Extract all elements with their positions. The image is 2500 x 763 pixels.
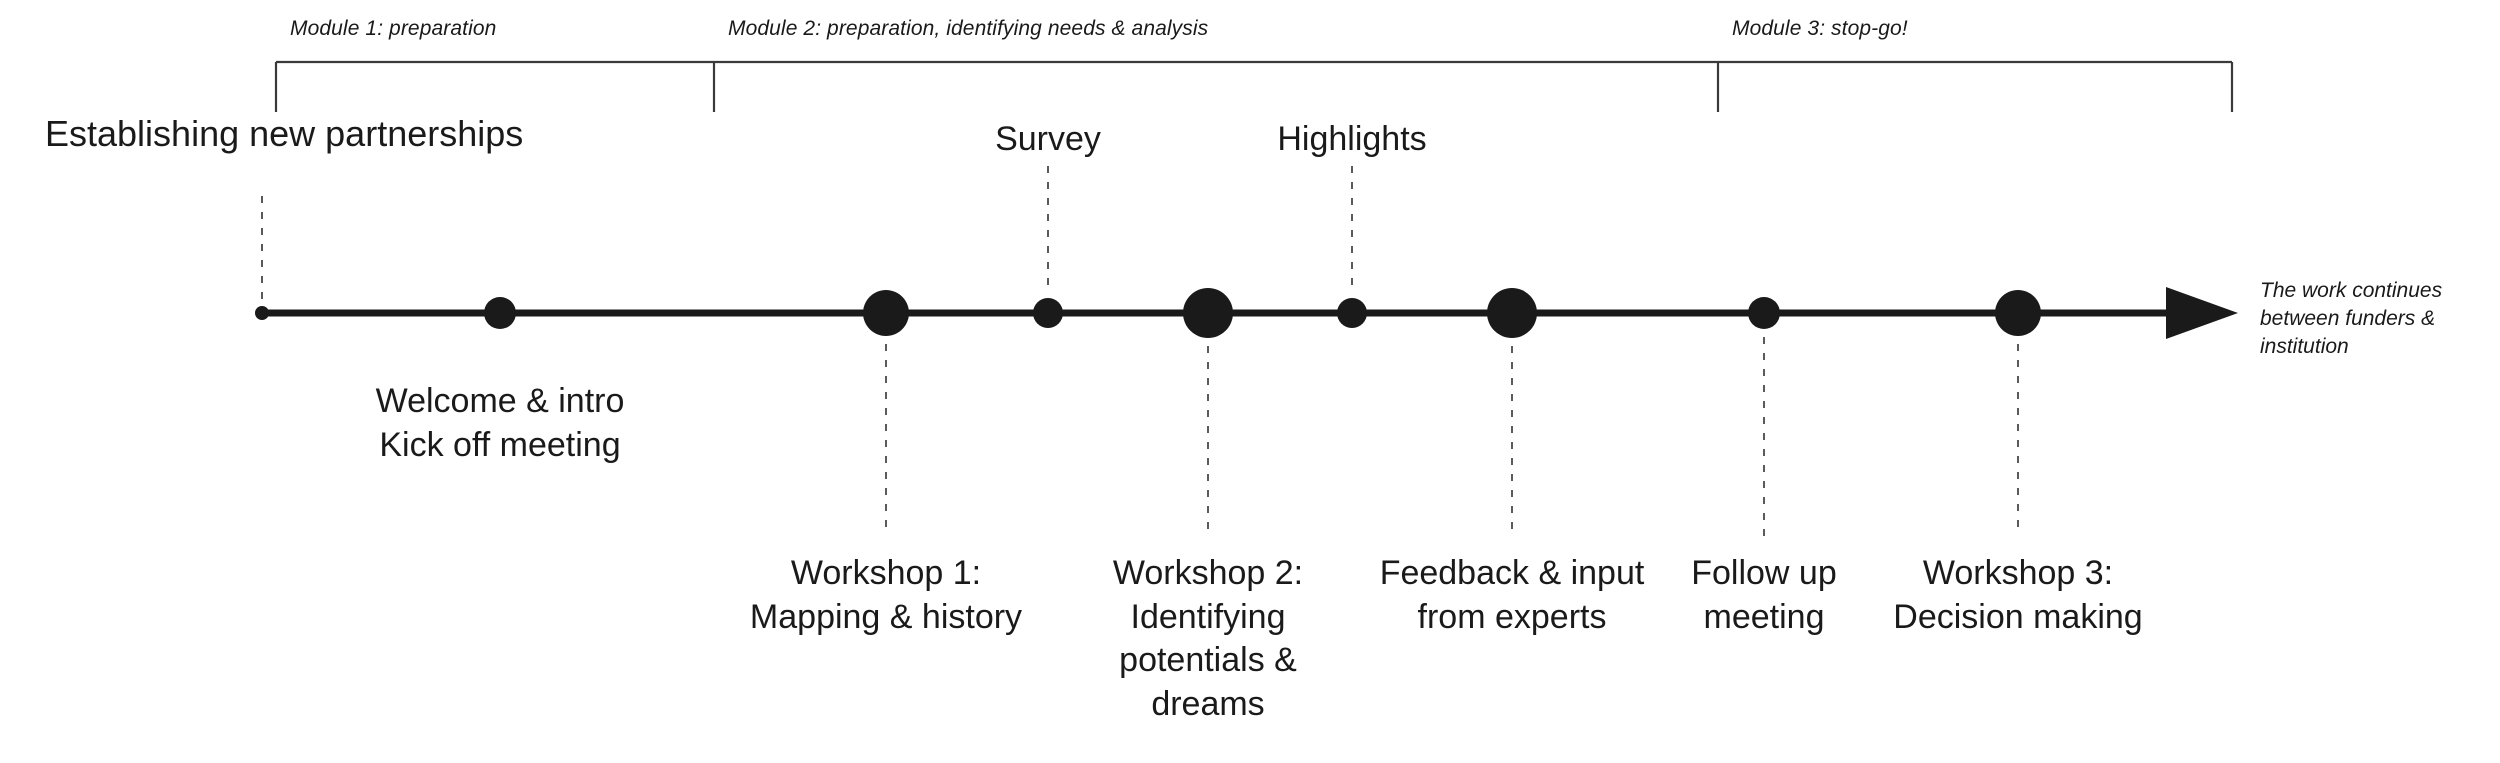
milestone-connectors-group xyxy=(261,166,2019,536)
milestone-label-workshop3: Workshop 3: Decision making xyxy=(1798,552,2238,639)
milestone-label-line: Workshop 1: xyxy=(790,554,982,592)
milestone-dot-workshop2[interactable] xyxy=(1183,288,1233,338)
milestone-dot-followup[interactable] xyxy=(1748,297,1780,329)
milestone-label-line: from experts xyxy=(1417,597,1607,636)
page-title: Establishing new partnerships xyxy=(45,113,524,154)
milestone-dot-feedback[interactable] xyxy=(1487,288,1537,338)
milestone-label-feedback: Feedback & input from experts xyxy=(1292,552,1732,639)
milestone-label-line: meeting xyxy=(1703,597,1825,636)
milestone-dot-workshop3[interactable] xyxy=(1995,290,2041,336)
tail-note: The work continues between funders & insti… xyxy=(2260,277,2490,361)
milestone-dot-highlights[interactable] xyxy=(1337,298,1367,328)
arrow-head-icon xyxy=(2166,287,2238,339)
milestone-label-line: Welcome & intro xyxy=(375,382,625,420)
milestone-label-line: Workshop 3: xyxy=(1922,554,2114,592)
module-label-2: Module 2: preparation, identifying needs… xyxy=(728,17,1209,40)
milestone-label-line: Follow up xyxy=(1691,554,1837,592)
milestone-label-line: Kick off meeting xyxy=(379,425,621,464)
milestone-label-workshop2: Workshop 2: Identifying potentials & dreams xyxy=(988,552,1428,726)
milestone-dots-group xyxy=(255,288,2041,338)
milestone-dot-workshop1[interactable] xyxy=(863,290,909,336)
milestone-dot-kickoff[interactable] xyxy=(484,297,516,329)
module-brackets-group xyxy=(274,60,2234,112)
timeline-axis-group xyxy=(262,287,2238,339)
milestone-label-workshop1: Workshop 1: Mapping & history xyxy=(666,552,1106,639)
milestone-label-line: Survey xyxy=(995,120,1101,158)
tail-note-line: The work continues xyxy=(2260,279,2443,302)
milestone-label-highlights: Highlights xyxy=(1132,118,1572,162)
milestone-label-line: dreams xyxy=(1151,684,1265,723)
milestone-label-line: Feedback & input xyxy=(1379,554,1645,592)
module-label-1: Module 1: preparation xyxy=(290,17,497,40)
milestone-label-line: Identifying xyxy=(1130,597,1286,636)
tail-note-line: institution xyxy=(2260,334,2349,358)
milestone-dot-survey[interactable] xyxy=(1033,298,1063,328)
milestone-label-line: potentials & xyxy=(1119,641,1297,680)
module-label-3: Module 3: stop-go! xyxy=(1732,17,1908,40)
milestone-label-line: Workshop 2: xyxy=(1112,554,1304,592)
milestone-label-followup: Follow up meeting xyxy=(1544,552,1984,639)
milestone-label-line: Mapping & history xyxy=(749,597,1023,636)
milestone-dot-origin[interactable] xyxy=(255,306,269,320)
tail-note-line: between funders & xyxy=(2260,306,2436,330)
milestone-label-survey: Survey xyxy=(828,118,1268,162)
milestone-label-line: Decision making xyxy=(1893,597,2143,636)
milestone-label-line: Highlights xyxy=(1277,120,1427,158)
